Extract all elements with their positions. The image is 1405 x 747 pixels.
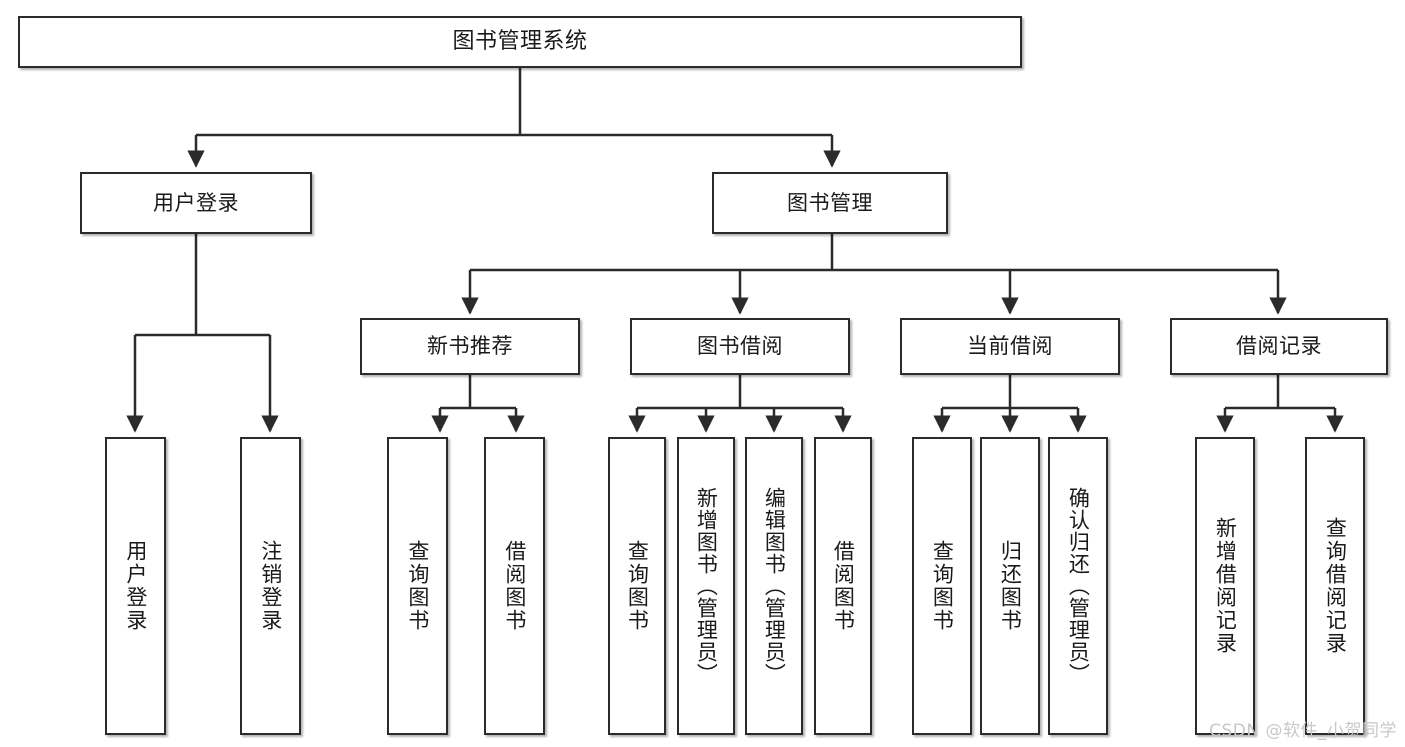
node-label: 用户登录 — [123, 540, 148, 632]
node-label: 用户登录 — [153, 190, 239, 215]
node-label: 归还图书 — [998, 540, 1023, 632]
node-user-login[interactable]: 用户登录 — [80, 172, 312, 234]
node-label: 借阅图书 — [831, 540, 856, 632]
node-borrow-record[interactable]: 借阅记录 — [1170, 318, 1388, 375]
node-label: 新书推荐 — [427, 334, 513, 359]
leaf-current-borrow-return-book[interactable]: 归还图书 — [980, 437, 1040, 735]
node-label: 查询图书 — [405, 540, 430, 632]
leaf-current-borrow-confirm-return-admin[interactable]: 确认归还（管理员） — [1048, 437, 1108, 735]
node-label: 图书管理 — [787, 190, 873, 215]
node-label: 图书借阅 — [697, 334, 783, 359]
node-label: 查询图书 — [930, 540, 955, 632]
leaf-new-book-borrow-book[interactable]: 借阅图书 — [484, 437, 545, 735]
node-label: 注销登录 — [258, 540, 283, 632]
leaf-book-borrow-borrow-book[interactable]: 借阅图书 — [814, 437, 872, 735]
node-label: 图书管理系统 — [452, 29, 588, 55]
node-book-borrow[interactable]: 图书借阅 — [630, 318, 850, 375]
node-label: 借阅记录 — [1236, 334, 1322, 359]
node-label: 新增借阅记录 — [1213, 517, 1238, 655]
node-new-book-recommend[interactable]: 新书推荐 — [360, 318, 580, 375]
leaf-book-borrow-add-book-admin[interactable]: 新增图书（管理员） — [677, 437, 735, 735]
node-label: 查询图书 — [625, 540, 650, 632]
leaf-borrow-record-query-record[interactable]: 查询借阅记录 — [1305, 437, 1365, 735]
node-label: 当前借阅 — [967, 334, 1053, 359]
leaf-user-login-logout[interactable]: 注销登录 — [240, 437, 301, 735]
node-label: 编辑图书（管理员） — [762, 487, 787, 685]
node-label: 确认归还（管理员） — [1066, 487, 1091, 685]
leaf-current-borrow-query-book[interactable]: 查询图书 — [912, 437, 972, 735]
node-label: 新增图书（管理员） — [694, 487, 719, 685]
csdn-watermark: CSDN @软件_小贺同学 — [1209, 721, 1397, 741]
leaf-new-book-query-book[interactable]: 查询图书 — [387, 437, 448, 735]
node-label: 借阅图书 — [502, 540, 527, 632]
leaf-book-borrow-query-book[interactable]: 查询图书 — [608, 437, 666, 735]
leaf-book-borrow-edit-book-admin[interactable]: 编辑图书（管理员） — [745, 437, 803, 735]
node-book-management[interactable]: 图书管理 — [712, 172, 948, 234]
node-label: 查询借阅记录 — [1323, 517, 1348, 655]
node-current-borrow[interactable]: 当前借阅 — [900, 318, 1120, 375]
leaf-borrow-record-add-record[interactable]: 新增借阅记录 — [1195, 437, 1255, 735]
node-root-book-management-system[interactable]: 图书管理系统 — [18, 16, 1022, 68]
leaf-user-login-login[interactable]: 用户登录 — [105, 437, 166, 735]
